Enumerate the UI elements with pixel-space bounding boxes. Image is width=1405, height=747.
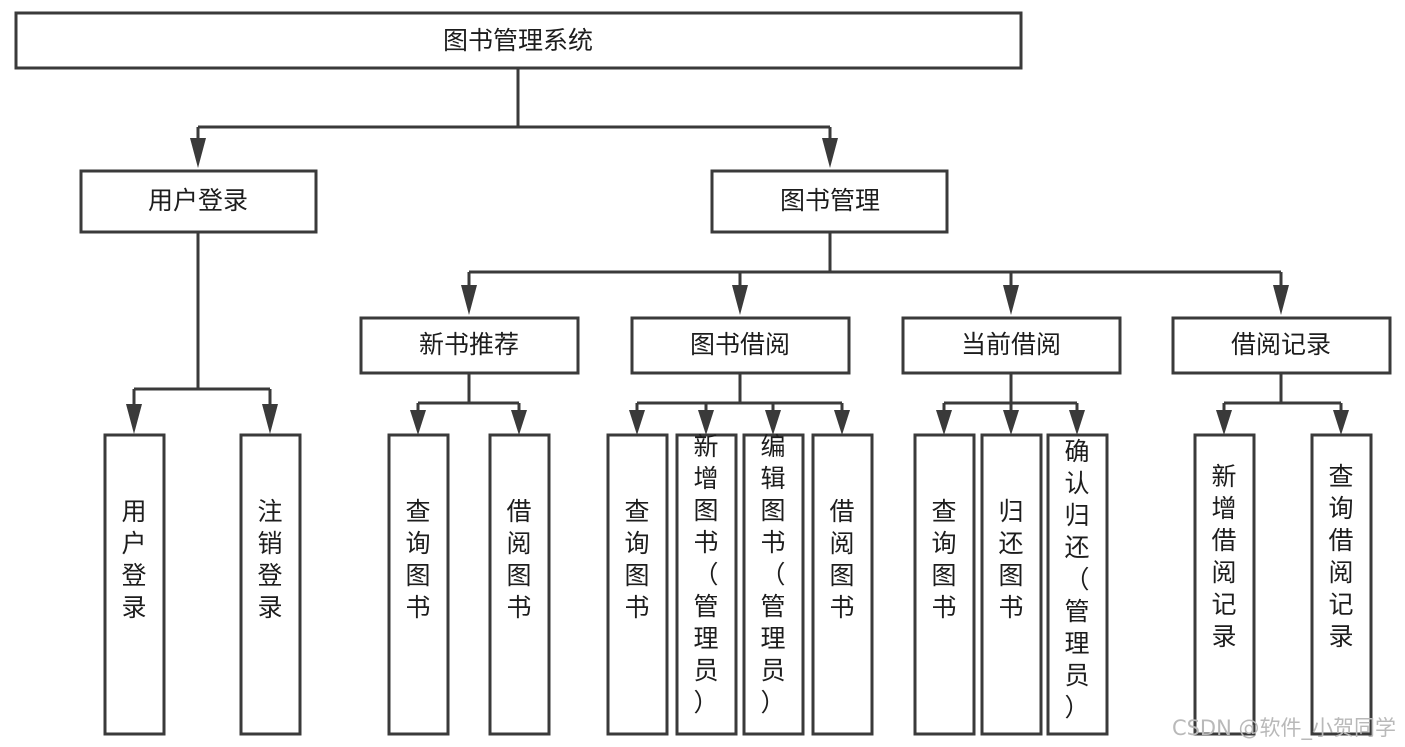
node-box	[606, 433, 669, 736]
node-label: 新增借阅记录	[1211, 462, 1236, 651]
node-leaf-borrow-book[interactable]: 借阅图书	[811, 433, 874, 736]
arrow-icon	[1003, 285, 1019, 315]
connector-borrowrecord-to-leaves	[1216, 374, 1349, 435]
node-book-borrow[interactable]: 图书借阅	[630, 316, 851, 375]
arrow-icon	[190, 138, 206, 168]
node-box	[359, 316, 580, 375]
arrow-icon	[822, 138, 838, 168]
node-current-borrow[interactable]: 当前借阅	[901, 316, 1122, 375]
arrow-icon	[511, 410, 527, 435]
arrow-icon	[1273, 285, 1289, 315]
node-leaf-query-book-recommend[interactable]: 查询图书	[387, 433, 450, 736]
arrow-icon	[834, 410, 850, 435]
arrow-icon	[410, 410, 426, 435]
node-box	[1046, 433, 1109, 736]
node-book-management[interactable]: 图书管理	[710, 169, 949, 234]
node-label: 确认归还（管理员）	[1064, 437, 1089, 722]
node-label: 查询借阅记录	[1328, 462, 1353, 651]
node-box	[1171, 316, 1392, 375]
node-leaf-add-borrow-record[interactable]: 新增借阅记录	[1193, 433, 1256, 736]
node-label: 用户登录	[121, 497, 146, 622]
node-box	[980, 433, 1043, 736]
node-box	[913, 433, 976, 736]
node-label: 借阅图书	[829, 497, 854, 622]
node-box	[79, 169, 318, 234]
arrow-icon	[629, 410, 645, 435]
connector-currentborrow-to-leaves	[936, 374, 1085, 435]
node-box	[14, 11, 1023, 70]
node-box	[488, 433, 551, 736]
connector-userlogin-to-leaves	[126, 233, 278, 434]
node-label: 用户登录	[148, 186, 248, 215]
arrow-icon	[262, 404, 278, 434]
node-label: 编辑图书（管理员）	[760, 432, 785, 717]
node-label: 查询图书	[624, 497, 649, 622]
arrow-icon	[698, 410, 714, 435]
node-leaf-logout[interactable]: 注销登录	[239, 433, 302, 736]
node-leaf-return-book[interactable]: 归还图书	[980, 433, 1043, 736]
node-label: 图书借阅	[690, 330, 790, 359]
node-box	[675, 433, 738, 736]
node-leaf-add-book-admin[interactable]: 新增图书（管理员）	[675, 432, 738, 736]
node-label: 图书管理	[780, 186, 880, 215]
node-leaf-borrow-book-recommend[interactable]: 借阅图书	[488, 433, 551, 736]
node-root-system[interactable]: 图书管理系统	[14, 11, 1023, 70]
node-user-login[interactable]: 用户登录	[79, 169, 318, 234]
node-label: 查询图书	[405, 497, 430, 622]
connector-root-to-level2	[190, 69, 838, 168]
node-box	[1310, 433, 1373, 736]
arrow-icon	[765, 410, 781, 435]
node-label: 借阅记录	[1231, 330, 1331, 359]
node-label: 注销登录	[257, 497, 282, 622]
node-box	[239, 433, 302, 736]
node-label: 借阅图书	[506, 497, 531, 622]
node-box	[1193, 433, 1256, 736]
arrow-icon	[1216, 410, 1232, 435]
arrow-icon	[461, 285, 477, 315]
node-borrow-record[interactable]: 借阅记录	[1171, 316, 1392, 375]
arrow-icon	[126, 404, 142, 434]
watermark-label: CSDN @软件_小贺同学	[1172, 716, 1396, 741]
arrow-icon	[732, 285, 748, 315]
connector-bookmgmt-to-level3	[461, 233, 1289, 315]
node-label: 查询图书	[931, 497, 956, 622]
node-leaf-query-borrow-record[interactable]: 查询借阅记录	[1310, 433, 1373, 736]
node-box	[710, 169, 949, 234]
node-leaf-confirm-return-admin[interactable]: 确认归还（管理员）	[1046, 433, 1109, 736]
node-box	[811, 433, 874, 736]
node-new-book-recommend[interactable]: 新书推荐	[359, 316, 580, 375]
arrow-icon	[1003, 410, 1019, 435]
node-label: 归还图书	[998, 497, 1023, 622]
node-label: 新书推荐	[419, 330, 519, 359]
node-leaf-query-book-current[interactable]: 查询图书	[913, 433, 976, 736]
arrow-icon	[936, 410, 952, 435]
node-box	[901, 316, 1122, 375]
arrow-icon	[1333, 410, 1349, 435]
node-leaf-edit-book-admin[interactable]: 编辑图书（管理员）	[742, 432, 805, 736]
node-label: 图书管理系统	[443, 26, 593, 55]
node-label: 新增图书（管理员）	[693, 432, 718, 717]
connector-newbook-to-leaves	[410, 374, 527, 435]
node-leaf-query-book-borrow[interactable]: 查询图书	[606, 433, 669, 736]
node-label: 当前借阅	[961, 330, 1061, 359]
node-box	[742, 433, 805, 736]
node-box	[387, 433, 450, 736]
connector-bookborrow-to-leaves	[629, 374, 850, 435]
node-box	[630, 316, 851, 375]
node-box	[103, 433, 166, 736]
node-leaf-user-login[interactable]: 用户登录	[103, 433, 166, 736]
arrow-icon	[1069, 410, 1085, 435]
